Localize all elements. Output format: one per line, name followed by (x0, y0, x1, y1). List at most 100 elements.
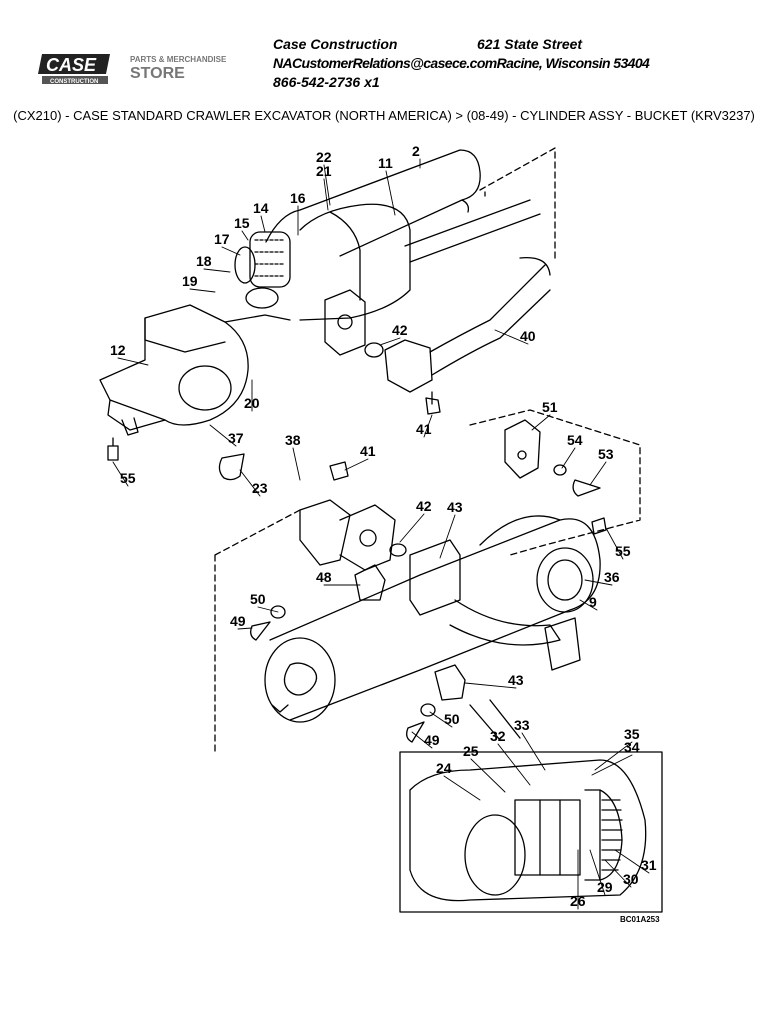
callout-49: 49 (230, 613, 246, 629)
logo-subtext: CONSTRUCTION (50, 79, 98, 85)
store-line1: PARTS & MERCHANDISE (130, 55, 227, 64)
company-name: Case Construction (273, 36, 398, 52)
gland-inner (329, 211, 361, 301)
piston-housing (409, 759, 647, 902)
callout-36: 36 (604, 569, 620, 585)
flange-38-port (359, 529, 377, 547)
rod-eye-bore (178, 365, 232, 411)
email-city: NACustomerRelations@casece.comRacine, Wi… (273, 55, 650, 71)
leader-lines (112, 158, 650, 910)
street-address: 621 State Street (477, 36, 583, 52)
callout-24: 24 (436, 760, 452, 776)
middle-assembly (214, 409, 641, 756)
callout-21: 21 (316, 163, 332, 179)
clamp-48 (354, 564, 386, 601)
barrel-end (461, 199, 470, 213)
callout-53: 53 (598, 446, 614, 462)
leader-18 (203, 268, 231, 273)
upper-cylinder-assembly (99, 147, 556, 481)
callout-9: 9 (589, 594, 597, 610)
break-mark (271, 704, 289, 713)
leader-49 (237, 627, 253, 630)
cylinder-tube (269, 518, 601, 721)
inset-pointer (469, 699, 521, 741)
rod-tube (404, 199, 541, 263)
bolt-49 (250, 621, 271, 641)
leader-42 (399, 513, 425, 543)
callout-25: 25 (463, 743, 479, 759)
phone-number: 866-542-2736 x1 (273, 74, 380, 90)
bolt-41b (329, 461, 349, 481)
leader-23 (239, 469, 261, 497)
o-ring-42 (364, 342, 384, 358)
bushing-bore (547, 559, 583, 601)
bolt-49b (406, 721, 425, 743)
callout-55: 55 (615, 543, 631, 559)
barrel-top (299, 149, 481, 257)
gland-section (299, 203, 411, 321)
trunnion-top (479, 515, 561, 546)
rod-eye-top (144, 317, 226, 353)
leader-37 (209, 424, 237, 447)
callout-35: 35 (624, 726, 640, 742)
pipe-end (519, 256, 551, 276)
logo-text: CASE (46, 55, 97, 75)
leader-34 (591, 754, 633, 776)
callout-50: 50 (444, 711, 460, 727)
bolt-41 (425, 391, 441, 415)
leader-24 (443, 775, 481, 801)
leader-35 (594, 741, 633, 771)
leader-33 (521, 732, 546, 771)
leader-31 (614, 849, 650, 874)
tube-end (264, 637, 336, 723)
leader-50 (429, 711, 453, 728)
leader-43 (439, 514, 456, 559)
callout-43: 43 (508, 672, 524, 688)
callout-41: 41 (416, 421, 432, 437)
leader-21 (323, 178, 329, 211)
callout-41: 41 (360, 443, 376, 459)
rod-eye (99, 304, 249, 426)
leader-51 (531, 414, 551, 431)
hose-flange (384, 339, 433, 393)
middle-breakout-frame (214, 409, 641, 756)
callout-23: 23 (252, 480, 268, 496)
callout-16: 16 (290, 190, 306, 206)
grease-nipple-12 (121, 417, 139, 436)
callout-2: 2 (412, 143, 420, 159)
leader-43 (464, 682, 517, 689)
seal-grooves (539, 799, 561, 876)
callout-18: 18 (196, 253, 212, 269)
bracket-51 (504, 419, 541, 479)
header: CASE CONSTRUCTION PARTS & MERCHANDISE ST… (0, 0, 768, 130)
barrel-left (265, 209, 301, 243)
store-line2: STORE (130, 65, 185, 82)
port-block (409, 539, 461, 616)
piston-body (514, 799, 581, 876)
hose-38 (299, 499, 351, 566)
callout-40: 40 (520, 328, 536, 344)
callout-54: 54 (567, 432, 583, 448)
leader-19 (189, 288, 216, 293)
bolt-23 (218, 453, 245, 481)
callout-30: 30 (623, 871, 639, 887)
leader-42 (379, 337, 401, 346)
leader-9 (579, 599, 598, 611)
callout-38: 38 (285, 432, 301, 448)
flange-port (337, 314, 353, 330)
washer-50b (420, 703, 436, 717)
callout-22: 22 (316, 149, 332, 165)
piston-nut (584, 789, 601, 881)
leader-40 (494, 329, 529, 345)
callout-31: 31 (641, 857, 657, 873)
o-ring-42b (389, 543, 407, 557)
leader-15 (241, 230, 249, 241)
callout-42: 42 (392, 322, 408, 338)
rod-shaft (224, 314, 291, 323)
leader-50 (257, 606, 279, 613)
callout-50: 50 (250, 591, 266, 607)
pipe-end-9 (544, 617, 581, 671)
flange-38 (339, 504, 396, 571)
callout-43: 43 (447, 499, 463, 515)
